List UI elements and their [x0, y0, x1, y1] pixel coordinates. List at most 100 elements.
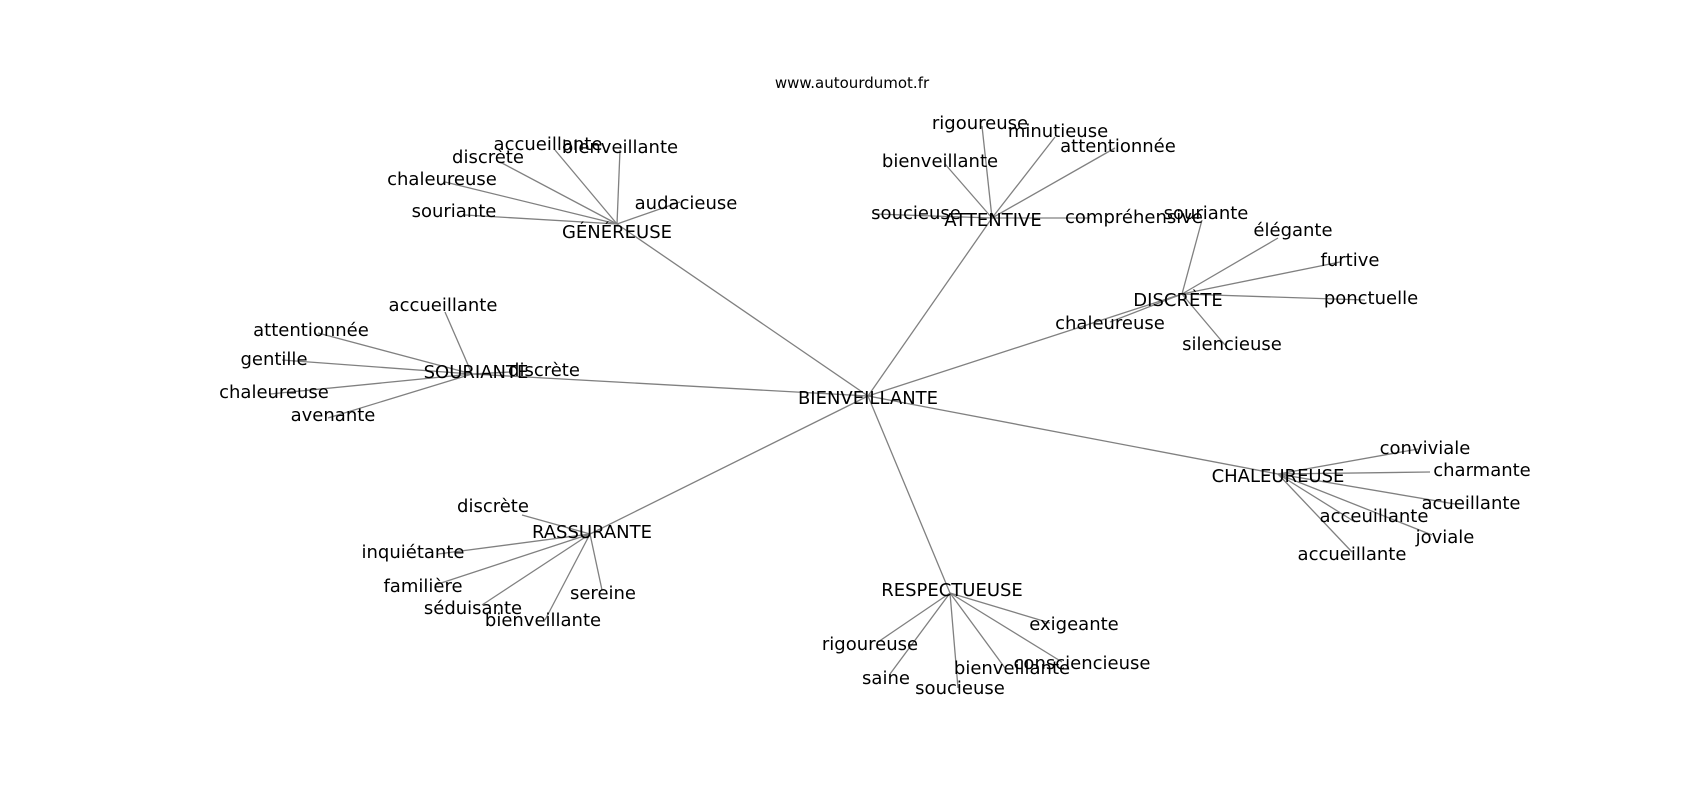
leaf-node-attentive-soucieuse: soucieuse [871, 203, 961, 224]
hub-node-attentive: ATTENTIVE [944, 210, 1041, 231]
leaf-node-discrete-chaleureuse: chaleureuse [1055, 313, 1165, 334]
edge-discrete-silencieuse [1181, 293, 1226, 346]
leaf-node-souriante-avenante: avenante [291, 405, 376, 426]
edge-attentive-bienveillante [944, 163, 993, 219]
edge-discrete-souriante [1181, 219, 1203, 295]
edge-chaleureuse-accueillante [1277, 473, 1353, 553]
leaf-node-attentive-bienveillante: bienveillante [882, 151, 998, 172]
edge-rassurante-familiere [434, 533, 591, 586]
hub-node-souriante: SOURIANTE [424, 362, 529, 383]
leaf-node-souriante-accueillante: accueillante [389, 295, 498, 316]
leaf-node-rassurante-familiere: familière [383, 576, 462, 597]
leaf-node-rassurante-sereine: sereine [570, 583, 636, 604]
edge-rassurante-discrete [521, 514, 591, 535]
leaf-node-discrete-silencieuse: silencieuse [1182, 334, 1282, 355]
edge-chaleureuse-joviale [1277, 473, 1433, 536]
edge-center-souriante [471, 373, 869, 397]
hub-node-chaleureuse: CHALEUREUSE [1212, 466, 1345, 487]
edge-rassurante-inquietante [437, 533, 591, 555]
graph-labels: BIENVEILLANTE GÉNÉREUSE accueillante bienve… [219, 113, 1531, 699]
edge-rassurante-bienveillante [544, 533, 591, 621]
leaf-node-respectueuse-consciencieuse: consciencieuse [1014, 653, 1151, 674]
leaf-node-respectueuse-exigeante: exigeante [1029, 614, 1118, 635]
edge-genereuse-chaleureuse [444, 181, 618, 225]
leaf-node-chaleureuse-acueillante: acueillante [1422, 493, 1521, 514]
edge-discrete-elegante [1181, 237, 1279, 295]
hub-node-discrete: DISCRÈTE [1133, 289, 1222, 311]
leaf-node-chaleureuse-acceuillante: acceuillante [1320, 506, 1429, 527]
leaf-node-chaleureuse-conviviale: conviviale [1380, 438, 1471, 459]
edge-chaleureuse-acceuillante [1277, 473, 1356, 523]
leaf-node-rassurante-bienveillante: bienveillante [485, 610, 601, 631]
leaf-node-discrete-furtive: furtive [1321, 250, 1380, 271]
leaf-node-discrete-elegante: élégante [1253, 220, 1332, 241]
leaf-node-chaleureuse-accueillante: accueillante [1298, 544, 1407, 565]
edge-respectueuse-bienveillante [949, 592, 1006, 669]
edge-respectueuse-soucieuse [949, 592, 959, 689]
edge-respectueuse-saine [889, 592, 951, 675]
leaf-node-attentive-minutieuse: minutieuse [1008, 121, 1108, 142]
leaf-node-genereuse-audacieuse: audacieuse [635, 193, 738, 214]
edge-respectueuse-rigoureuse [877, 592, 951, 643]
leaf-node-attentive-comprehensive: compréhensive [1065, 207, 1203, 228]
edge-discrete-furtive [1181, 261, 1341, 295]
edge-rassurante-seduisante [481, 533, 591, 606]
leaf-node-discrete-ponctuelle: ponctuelle [1324, 288, 1418, 309]
edge-center-rassurante [589, 395, 869, 535]
edge-chaleureuse-charmante [1277, 471, 1431, 475]
leaf-node-genereuse-souriante: souriante [412, 201, 497, 222]
edge-souriante-discrete [471, 371, 511, 375]
leaf-node-respectueuse-saine: saine [862, 668, 910, 689]
edge-genereuse-discrete [499, 161, 618, 225]
edge-center-discrete [867, 293, 1183, 397]
edge-genereuse-accueillante [554, 149, 618, 225]
edge-respectueuse-consciencieuse [949, 592, 1063, 663]
edge-chaleureuse-conviviale [1277, 448, 1419, 475]
hub-node-genereuse: GÉNÉREUSE [562, 221, 672, 243]
edge-chaleureuse-acueillante [1277, 473, 1456, 505]
edge-souriante-accueillante [444, 311, 473, 375]
edge-center-respectueuse [867, 395, 951, 594]
graph-edges [269, 125, 1456, 689]
edge-attentive-minutieuse [991, 136, 1056, 219]
leaf-node-souriante-gentille: gentille [240, 349, 307, 370]
edge-respectueuse-exigeante [949, 592, 1051, 624]
leaf-node-genereuse-accueillante: accueillante [494, 134, 603, 155]
edge-attentive-rigoureuse [981, 125, 993, 219]
leaf-node-chaleureuse-charmante: charmante [1433, 460, 1531, 481]
edge-attentive-soucieuse [874, 213, 993, 219]
edge-center-chaleureuse [867, 395, 1279, 475]
edge-souriante-chaleureuse [269, 373, 473, 395]
leaf-node-chaleureuse-joviale: joviale [1415, 527, 1475, 548]
leaf-node-souriante-discrete: discrète [508, 360, 580, 381]
leaf-node-genereuse-chaleureuse: chaleureuse [387, 169, 497, 190]
leaf-node-genereuse-discrete: discrète [452, 147, 524, 168]
leaf-node-souriante-attentionnee: attentionnée [253, 320, 369, 341]
edge-center-attentive [867, 217, 993, 397]
edge-discrete-ponctuelle [1181, 293, 1366, 301]
edge-souriante-attentionnee [317, 332, 473, 375]
leaf-node-rassurante-inquietante: inquiétante [362, 542, 465, 563]
leaf-node-respectueuse-rigoureuse: rigoureuse [822, 634, 918, 655]
edge-genereuse-audacieuse [616, 201, 681, 225]
leaf-node-rassurante-seduisante: séduisante [424, 598, 522, 619]
edge-genereuse-bienveillante [616, 149, 621, 225]
edge-discrete-chaleureuse [1109, 293, 1183, 323]
hub-node-respectueuse: RESPECTUEUSE [881, 580, 1023, 601]
edge-center-genereuse [616, 223, 869, 397]
leaf-node-discrete-souriante: souriante [1164, 203, 1249, 224]
edge-souriante-avenante [327, 373, 473, 419]
edge-genereuse-souriante [464, 214, 618, 225]
site-title: www.autourdumot.fr [775, 74, 930, 92]
edge-attentive-attentionnee [991, 147, 1116, 219]
leaf-node-attentive-attentionnee: attentionnée [1060, 136, 1176, 157]
leaf-node-respectueuse-bienveillante: bienveillante [954, 658, 1070, 679]
edge-rassurante-sereine [589, 533, 603, 591]
leaf-node-souriante-chaleureuse: chaleureuse [219, 382, 329, 403]
hub-node-rassurante: RASSURANTE [532, 522, 652, 543]
center-node-label: BIENVEILLANTE [798, 388, 938, 409]
leaf-node-respectueuse-soucieuse: soucieuse [915, 678, 1005, 699]
leaf-node-attentive-rigoureuse: rigoureuse [932, 113, 1028, 134]
leaf-node-rassurante-discrete: discrète [457, 496, 529, 517]
